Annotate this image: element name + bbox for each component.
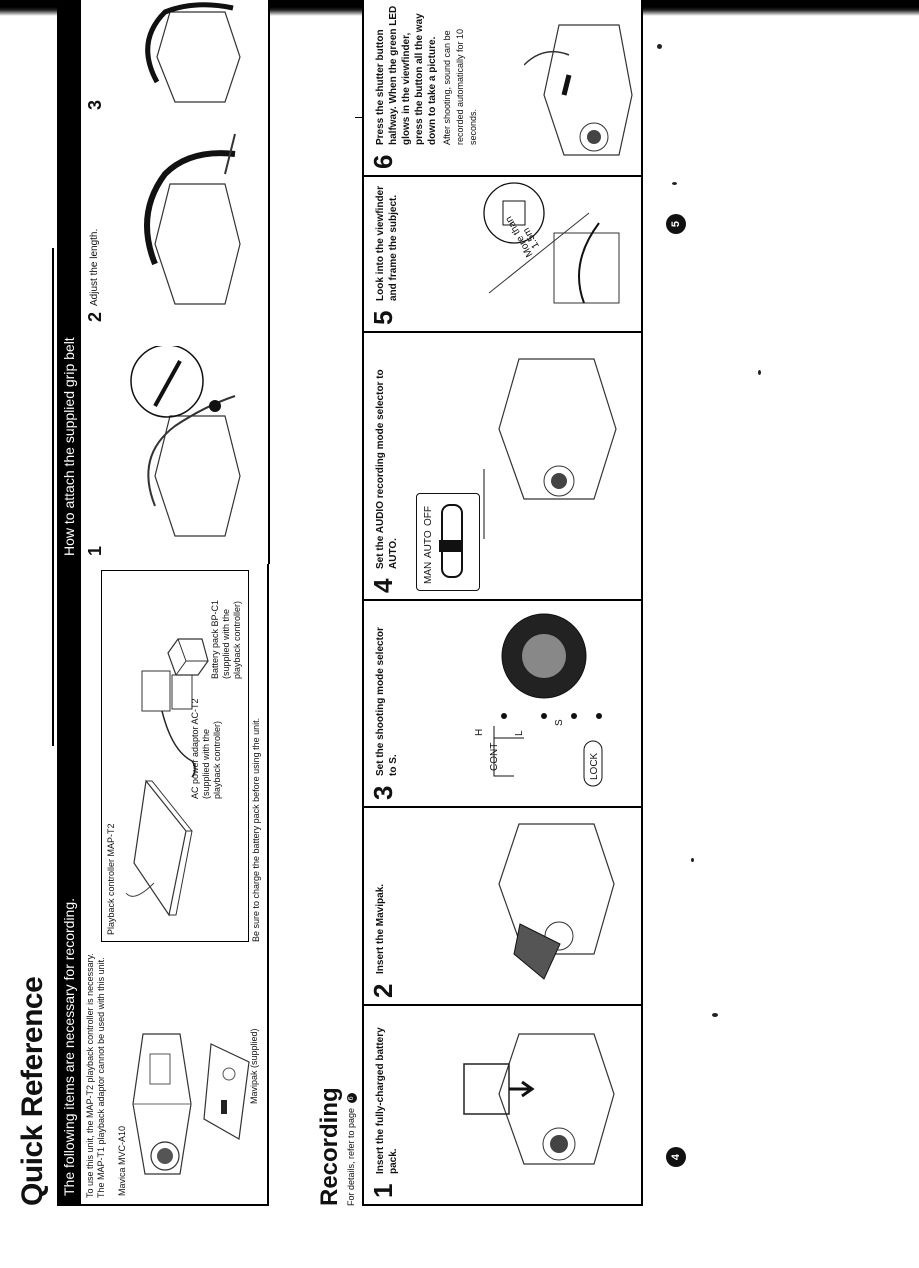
step-6-number: 6 [368, 154, 398, 169]
adaptor-label-2: (supplied with the [201, 728, 211, 799]
scan-speck [657, 44, 662, 49]
grip-belt-panel: How to attach the supplied grip belt 1 2… [57, 0, 270, 564]
step-4-text: Set the AUDIO recording mode selector to… [375, 369, 399, 569]
controller-box: Playback controller MAP-T2 AC power adap… [101, 570, 249, 942]
selector-h-label: H [474, 728, 485, 736]
step-2-text: Insert the Mavipak. [375, 883, 386, 974]
items-panel: The following items are necessary for re… [57, 557, 269, 1206]
step-2-number: 2 [368, 983, 398, 998]
scan-speck [691, 858, 694, 862]
audio-off-label: OFF [423, 506, 434, 526]
grip-step-2-text: Adjust the length. [89, 228, 100, 306]
camera-illustration [125, 1014, 195, 1184]
recording-title: Recording [316, 1087, 343, 1206]
battery-label-2: (supplied with the [221, 608, 231, 679]
recording-note-page: 6 [346, 1093, 357, 1104]
controller-illustration [124, 773, 194, 923]
step-6-illustration [523, 5, 634, 165]
recording-note-text: For details, refer to page [346, 1107, 356, 1206]
recording-reference-note: For details, refer to page 6 [346, 1093, 357, 1206]
step-3-number: 3 [368, 785, 398, 800]
recording-step-3: 3 Set the shooting mode selector to S. C… [364, 599, 641, 806]
step-2-illustration [464, 819, 624, 984]
battery-label-3: playback controller) [232, 600, 242, 679]
step-3-text: Set the shooting mode selector to S. [375, 627, 399, 776]
step-6-main-text: Press the shutter button halfway. When t… [375, 5, 438, 145]
audio-auto-label: AUTO [423, 530, 434, 558]
recording-step-1: 1 Insert the fully-charged battery pack. [364, 1004, 641, 1204]
selector-l-label: L [514, 730, 525, 736]
header-rule [52, 248, 54, 746]
selector-cont-label: CONT [489, 742, 500, 771]
step-1-number: 1 [368, 1183, 398, 1198]
controller-label: Playback controller MAP-T2 [106, 823, 116, 935]
mavipak-label: Mavipak (supplied) [249, 1028, 259, 1104]
grip-step-3-illustration [115, 0, 255, 112]
charge-footnote: Be sure to charge the battery pack befor… [251, 717, 261, 942]
adaptor-label-3: playback controller) [212, 720, 222, 799]
recording-step-4: 4 Set the AUDIO recording mode selector … [364, 331, 641, 599]
audio-man-label: MAN [423, 561, 434, 584]
step-5-illustration [459, 178, 634, 323]
step-6-text: Press the shutter button halfway. When t… [374, 5, 480, 145]
step-4-illustration [464, 339, 629, 539]
intro-line-2: The MAP-T1 playback adaptor cannot be us… [96, 957, 106, 1198]
step-5-number: 5 [368, 310, 398, 325]
mode-selector-illustration [454, 606, 624, 796]
grip-belt-heading: How to attach the supplied grip belt [59, 0, 81, 564]
step-5-text: Look into the viewfinder and frame the s… [375, 185, 399, 301]
items-heading: The following items are necessary for re… [59, 559, 81, 1204]
battery-label-1: Battery pack BP-C1 [210, 599, 220, 679]
recording-step-2: 2 Insert the Mavipak. [364, 806, 641, 1004]
grip-step-2-illustration [115, 124, 255, 324]
intro-line-1: To use this unit, the MAP-T2 playback co… [85, 953, 95, 1198]
step-4-number: 4 [368, 578, 398, 593]
adaptor-illustration [132, 661, 202, 781]
page-title: Quick Reference [16, 976, 49, 1206]
grip-step-2-number: 2 [85, 311, 105, 322]
scan-speck [758, 370, 761, 375]
step-1-text: Insert the fully-charged battery pack. [375, 1027, 399, 1174]
battery-illustration [162, 633, 212, 683]
selector-lock-label: LOCK [589, 752, 600, 780]
recording-step-6: 6 Press the shutter button halfway. When… [364, 0, 641, 175]
scan-speck [672, 182, 677, 185]
recording-steps-panel: 1 Insert the fully-charged battery pack.… [362, 0, 643, 1206]
selector-s-label: S [554, 719, 565, 726]
audio-slider-knob [439, 540, 463, 552]
recording-step-5: 5 Look into the viewfinder and frame the… [364, 175, 641, 331]
adaptor-label-1: AC power adaptor AC-T2 [190, 698, 200, 799]
grip-step-3-number: 3 [85, 99, 105, 110]
grip-step-1-illustration [115, 344, 255, 546]
grip-step-1-number: 1 [85, 545, 105, 556]
scan-speck [712, 1013, 718, 1017]
mavipak-illustration [199, 1034, 255, 1144]
step-6-extra-text: After shooting, sound can be recorded au… [442, 28, 478, 145]
step-1-illustration [454, 1019, 624, 1184]
